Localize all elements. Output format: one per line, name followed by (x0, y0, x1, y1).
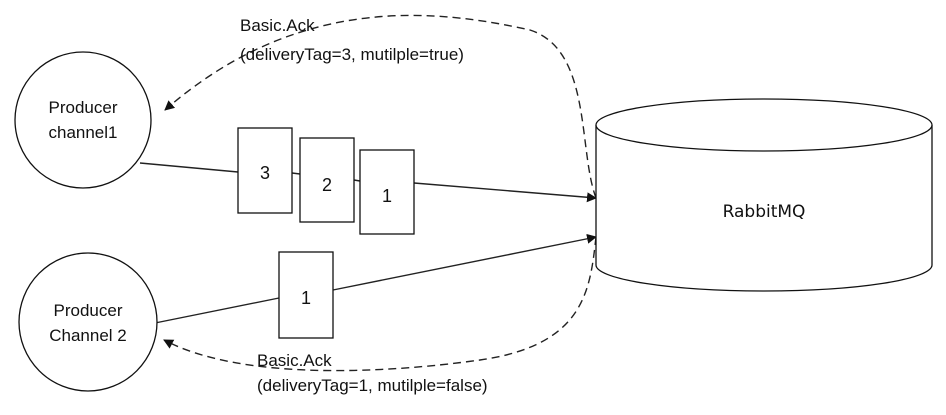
ack-curve-bottom (163, 236, 597, 372)
ack-top-title: Basic.Ack (240, 16, 315, 35)
message-box: 3 (237, 127, 293, 214)
publish-line-channel1 (139, 162, 597, 203)
message-tag: 2 (322, 175, 332, 195)
message-tag: 1 (382, 186, 392, 206)
ack-label-top: Basic.Ack (deliveryTag=3, mutilple=true) (240, 16, 464, 64)
ack-bottom-detail: (deliveryTag=1, mutilple=false) (257, 376, 488, 395)
message-box: 1 (359, 149, 415, 235)
publish-line-channel2 (154, 233, 597, 324)
message-box: 1 (278, 251, 334, 339)
message-tag: 3 (260, 163, 270, 183)
ack-bottom-title: Basic.Ack (257, 351, 332, 370)
message-box: 2 (299, 137, 355, 223)
rabbitmq-broker-cylinder: RabbitMQ (595, 98, 933, 292)
producer1-label-line2: channel1 (48, 123, 117, 142)
message-tag: 1 (301, 288, 311, 308)
producer2-label-line2: Channel 2 (49, 326, 127, 345)
producer1-label-line1: Producer (49, 98, 118, 117)
producer-channel1-node: Producer channel1 (14, 51, 152, 189)
producer-channel2-node: Producer Channel 2 (18, 252, 158, 392)
producer2-label-line1: Producer (54, 301, 123, 320)
ack-label-bottom: Basic.Ack (deliveryTag=1, mutilple=false… (257, 351, 488, 395)
ack-curve-top (164, 14, 597, 199)
ack-top-detail: (deliveryTag=3, mutilple=true) (240, 45, 464, 64)
rabbitmq-label: RabbitMQ (723, 202, 806, 222)
